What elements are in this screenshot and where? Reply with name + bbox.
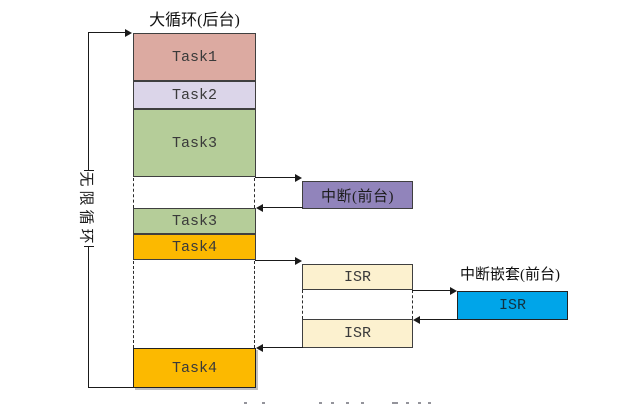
arrow-interrupt-return-head-icon bbox=[256, 204, 263, 212]
isr-box-first: ISR bbox=[302, 264, 413, 290]
loop-vertical-line-lower bbox=[88, 247, 89, 388]
task-box-task3-resume: Task3 bbox=[133, 208, 256, 234]
isr-first-label: ISR bbox=[343, 268, 371, 286]
task2-label: Task2 bbox=[171, 86, 217, 104]
loop-top-line bbox=[88, 32, 126, 33]
loop-bottom-line bbox=[88, 387, 134, 388]
isr-gap-dashed-left bbox=[302, 290, 303, 319]
arrow-task4-to-isr-line bbox=[255, 260, 296, 261]
arrow-interrupt-return-line bbox=[262, 207, 303, 208]
task3-label: Task3 bbox=[171, 134, 217, 152]
gap2-dashed-right bbox=[254, 261, 255, 348]
task-box-task2: Task2 bbox=[133, 81, 256, 109]
loop-vertical-line-upper bbox=[88, 32, 89, 171]
isr-box-second: ISR bbox=[302, 319, 413, 348]
task-box-task1: Task1 bbox=[133, 33, 256, 81]
isr-gap-dashed-right bbox=[412, 290, 413, 319]
interrupt-label: 中断(前台) bbox=[321, 188, 394, 205]
loop-tick-top bbox=[84, 170, 94, 171]
task1-label: Task1 bbox=[171, 48, 217, 66]
arrow-nested-return-line bbox=[419, 319, 458, 320]
arrow-task3-to-interrupt-head-icon bbox=[295, 174, 302, 182]
gap1-dashed-left bbox=[133, 178, 134, 208]
nested-interrupt-title: 中断嵌套(前台) bbox=[460, 267, 560, 283]
arrow-isr-return-line bbox=[262, 347, 303, 348]
task4-label: Task4 bbox=[171, 238, 217, 256]
task-box-task3: Task3 bbox=[133, 109, 256, 177]
interrupt-box: 中断(前台) bbox=[302, 181, 413, 209]
gap2-dashed-left bbox=[133, 261, 134, 348]
arrow-isr-to-nested-line bbox=[412, 290, 451, 291]
isr-box-nested: ISR bbox=[457, 291, 568, 320]
task-box-task4-resume: Task4 bbox=[133, 348, 256, 388]
infinite-loop-label: 无限循环 bbox=[77, 171, 94, 248]
arrow-task3-to-interrupt-line bbox=[255, 177, 296, 178]
task3-resume-label: Task3 bbox=[171, 212, 217, 230]
arrow-isr-return-head-icon bbox=[256, 344, 263, 352]
task-box-task4: Task4 bbox=[133, 234, 256, 260]
loop-top-arrowhead-icon bbox=[125, 29, 132, 37]
arrow-nested-return-head-icon bbox=[413, 316, 420, 324]
isr-second-label: ISR bbox=[343, 325, 371, 342]
arrow-task4-to-isr-head-icon bbox=[295, 257, 302, 265]
gap1-dashed-right bbox=[254, 178, 255, 208]
loop-tick-bottom bbox=[84, 246, 94, 247]
isr-nested-label: ISR bbox=[498, 297, 526, 314]
task4-resume-label: Task4 bbox=[171, 359, 217, 377]
arrow-isr-to-nested-head-icon bbox=[450, 287, 457, 295]
background-loop-title: 大循环(后台) bbox=[149, 12, 240, 29]
